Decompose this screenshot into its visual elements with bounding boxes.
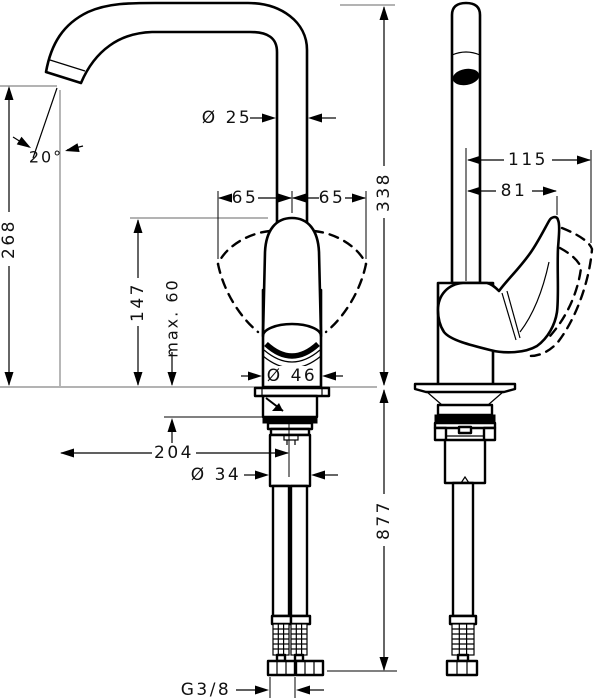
thread-g38-label: G3/8 — [181, 680, 232, 700]
front-underdeck — [253, 386, 331, 488]
front-spout-outline — [44, 1, 309, 226]
dim-height-338: 338 — [374, 6, 394, 386]
front-supply-hoses — [266, 484, 325, 677]
side-spout-outlet — [452, 68, 480, 86]
hose-nut — [294, 659, 325, 677]
closed-reach-81-label: 81 — [501, 181, 528, 201]
max-deck-60-label: max. 60 — [163, 278, 182, 357]
side-handle-edge — [506, 290, 521, 339]
front-view — [32, 1, 368, 677]
side-view — [413, 1, 594, 677]
dim-open-reach-115: 115 — [467, 150, 592, 243]
dim-angle-20: 20° — [12, 136, 84, 167]
dim-max-deck-60: max. 60 — [163, 278, 263, 443]
side-underdeck — [413, 382, 517, 677]
front-shank — [268, 433, 312, 488]
side-handle-sweep-line — [519, 261, 550, 333]
front-handle-joint-arc — [263, 349, 321, 363]
dim-handle-height-147: 147 — [128, 219, 148, 386]
side-flange — [413, 382, 517, 394]
side-handle-edge — [501, 292, 517, 341]
hose-nut — [445, 659, 479, 677]
dim-reach-204: 204 — [60, 443, 289, 463]
side-hose — [451, 481, 475, 618]
handle-height-147-label: 147 — [128, 282, 148, 322]
dim-hose-length-877: 877 — [327, 389, 397, 672]
side-shank — [443, 438, 487, 485]
front-handle-swing-dashed — [216, 229, 368, 334]
shank-dia-34-label: Ø 34 — [191, 465, 241, 485]
dim-body-dia-46: Ø 46 — [241, 366, 343, 386]
dim-closed-reach-81: 81 — [467, 181, 558, 215]
side-aerator-line — [451, 51, 481, 56]
front-aerator-line — [49, 59, 86, 72]
dim-spout-height-268: 268 — [0, 86, 19, 386]
dia-25-label: Ø 25 — [202, 108, 252, 128]
hose-length-877-label: 877 — [374, 500, 394, 540]
side-handle-open-dashed — [528, 226, 594, 358]
open-reach-115-label: 115 — [508, 150, 548, 170]
swing-right-65-label: 65 — [319, 188, 346, 208]
swing-left-65-label: 65 — [232, 188, 259, 208]
hose-braid-lines — [273, 624, 307, 655]
dim-shank-dia-34: Ø 34 — [191, 465, 338, 485]
hose-braid-lines — [452, 624, 474, 655]
reach-204-label: 204 — [154, 443, 194, 463]
fixing-stud — [283, 434, 299, 441]
height-338-label: 338 — [374, 172, 394, 212]
spout-height-268-label: 268 — [0, 219, 19, 259]
dim-handle-swing-65-65: 65 65 — [217, 188, 367, 259]
hose-nut — [266, 659, 297, 677]
angle-20-label: 20° — [29, 148, 63, 167]
front-handle — [261, 216, 323, 338]
dim-thread-g38: G3/8 — [181, 677, 324, 700]
dim-spout-dia-25: Ø 25 — [202, 108, 336, 128]
front-handle-joint-dark-arc — [264, 341, 320, 359]
body-dia-46-label: Ø 46 — [267, 366, 317, 386]
angle-construction-line — [32, 87, 58, 159]
